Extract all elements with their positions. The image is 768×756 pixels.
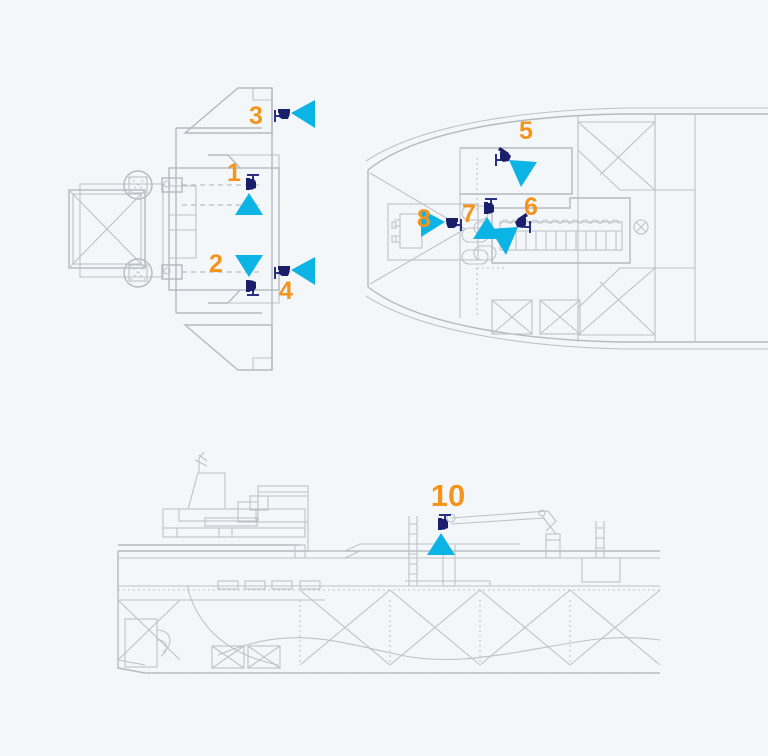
elevation-hatch-boxes bbox=[211, 645, 281, 669]
stern-inner-partitions bbox=[169, 185, 197, 259]
stern-machinery-frame bbox=[79, 183, 164, 278]
camera-4-label: 4 bbox=[279, 277, 293, 305]
stern-step-upper-extension bbox=[228, 154, 280, 168]
camera-7-label: 7 bbox=[462, 200, 476, 228]
bow-wing-upper bbox=[577, 121, 656, 191]
camera-10-label: 10 bbox=[431, 478, 465, 513]
camera-6-label: 6 bbox=[524, 193, 538, 221]
stern-lower-wing-notch bbox=[252, 357, 272, 370]
bow-hatch-2 bbox=[539, 299, 581, 335]
stern-winch-upper bbox=[123, 170, 153, 200]
camera-2-label: 2 bbox=[209, 250, 223, 278]
bow-hull-inner-top bbox=[365, 107, 768, 162]
view-stern-plan: 1 2 3 4 bbox=[68, 87, 316, 371]
camera-5-label: 5 bbox=[519, 117, 533, 145]
bow-seating-block bbox=[491, 197, 631, 264]
elevation-superstructure bbox=[162, 451, 309, 551]
camera-1-label: 1 bbox=[227, 159, 241, 187]
bow-hatch-1 bbox=[491, 299, 533, 335]
stern-upper-wing-notch bbox=[252, 88, 272, 101]
stern-machinery-block bbox=[68, 189, 146, 269]
bow-stern-connector-panel bbox=[655, 189, 696, 269]
bow-circular-fitting bbox=[633, 219, 649, 235]
elevation-deck-crane bbox=[446, 509, 561, 559]
stern-deckhouse bbox=[168, 167, 280, 291]
view-side-elevation: 10 bbox=[117, 451, 661, 674]
elevation-crane-platform bbox=[405, 580, 491, 586]
stern-step-lower-extension bbox=[228, 290, 280, 304]
bow-wing-lower bbox=[577, 267, 656, 336]
elevation-hull-trusses bbox=[117, 589, 661, 666]
camera-8-label: 8 bbox=[417, 205, 431, 233]
camera-3-label: 3 bbox=[249, 102, 263, 130]
elevation-interior-curve bbox=[187, 589, 279, 666]
bow-hull-inner-bottom bbox=[365, 295, 768, 350]
view-bow-plan: 5 6 7 8 bbox=[365, 107, 768, 350]
elevation-right-ladder bbox=[581, 521, 621, 583]
bow-hull-outline-bottom bbox=[367, 286, 768, 343]
bow-upper-compartment bbox=[460, 147, 573, 195]
stern-winch-lower bbox=[123, 258, 153, 288]
elevation-sheer-curve bbox=[217, 637, 661, 661]
bow-hull-outline-top bbox=[367, 113, 768, 171]
